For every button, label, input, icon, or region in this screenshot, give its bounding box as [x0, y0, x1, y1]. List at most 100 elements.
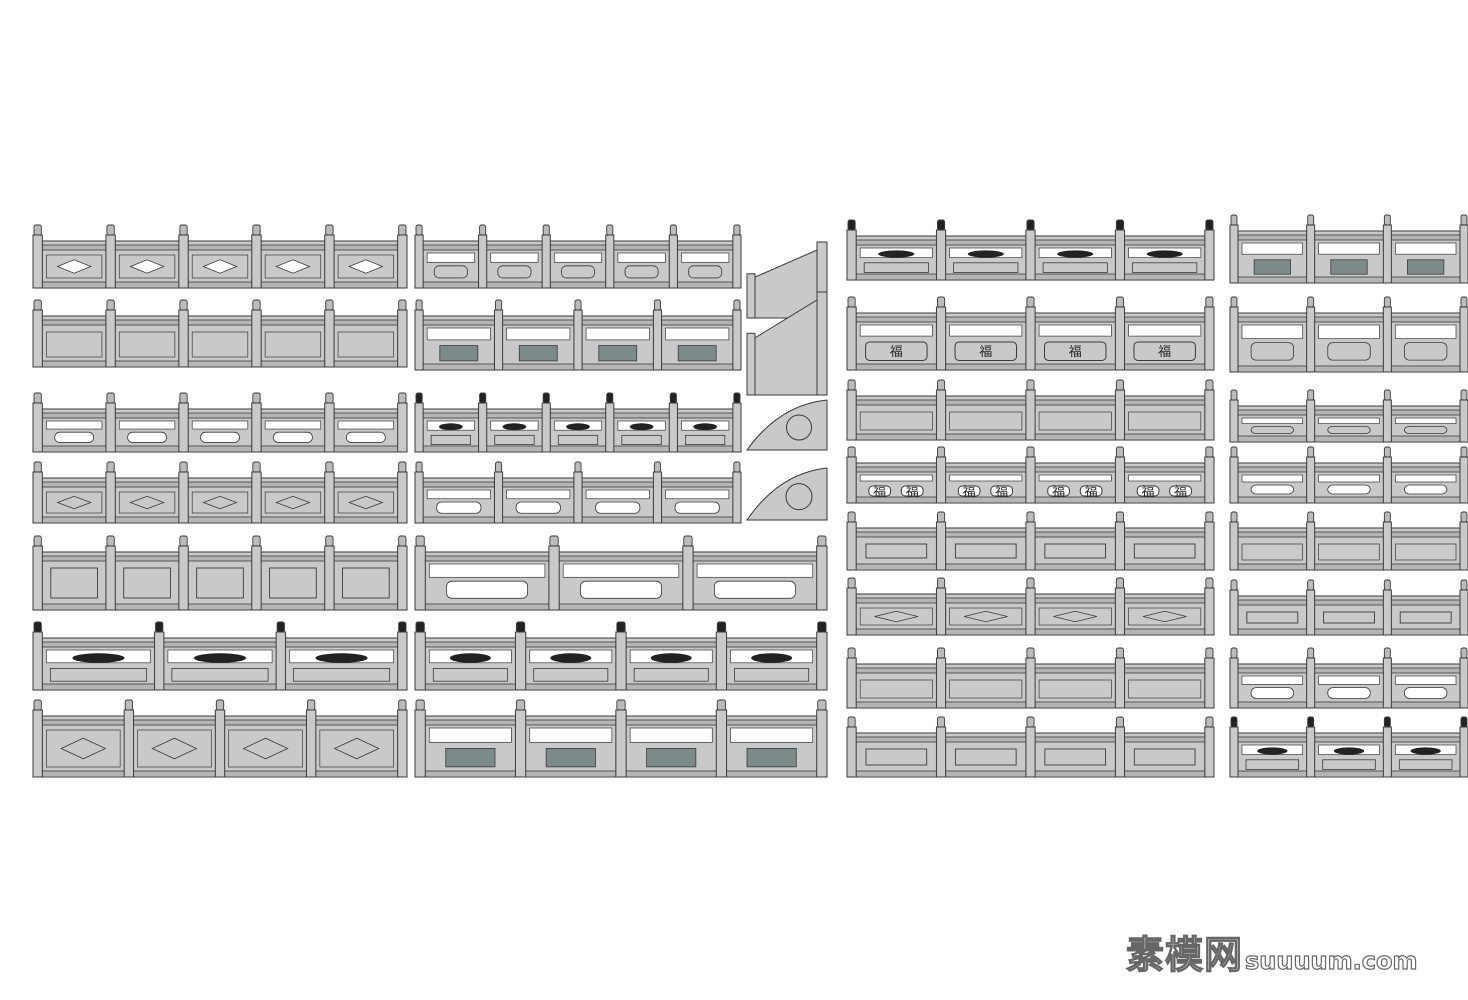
post [935, 587, 947, 636]
post-cap [1205, 296, 1214, 308]
post-cap [653, 299, 661, 311]
post-cap [1460, 647, 1468, 659]
post [493, 471, 504, 524]
post-cap [716, 621, 727, 633]
post [397, 709, 408, 778]
post-cap [606, 224, 614, 236]
panel-frame [949, 411, 1023, 431]
post [324, 234, 335, 289]
post-cap [817, 699, 827, 711]
panel-frame [1038, 679, 1112, 699]
opening [1318, 474, 1380, 483]
opening [191, 420, 249, 430]
post-cap [124, 699, 133, 711]
rect-panel [1323, 611, 1375, 624]
panel-frame [1038, 411, 1112, 431]
post-cap [1230, 511, 1238, 523]
top-rail [414, 244, 742, 251]
post-cap [415, 461, 423, 473]
carved-motif [1410, 747, 1441, 755]
post-cap [937, 379, 946, 391]
post [514, 631, 527, 691]
fu-panel [1133, 341, 1196, 361]
panel-frame [621, 434, 662, 445]
fu-panel [868, 485, 892, 497]
octagon-opening [1250, 425, 1294, 434]
post [324, 402, 335, 453]
octagon-opening [561, 265, 595, 279]
post-cap [398, 699, 407, 711]
post-cap [733, 392, 741, 404]
balustrade-22 [846, 716, 1215, 778]
post-cap [179, 299, 188, 311]
post-cap [1230, 389, 1238, 401]
post [105, 545, 116, 611]
lattice-panel [445, 748, 496, 768]
post-cap [1026, 296, 1035, 308]
post-cap [1307, 716, 1315, 728]
panel-frame [949, 679, 1023, 699]
diamond-motif [202, 259, 238, 274]
post-cap [398, 621, 407, 633]
carved-motif [1257, 747, 1288, 755]
post [123, 709, 135, 778]
post-cap [415, 699, 425, 711]
post [32, 709, 43, 778]
opening [1394, 324, 1457, 339]
panel-frame [1038, 607, 1112, 626]
balustrade-25 [1229, 389, 1468, 443]
octagon-opening [273, 431, 313, 443]
fu-character: 福 [1158, 345, 1171, 360]
post [1204, 726, 1215, 778]
opening [490, 252, 539, 263]
post-cap [1230, 716, 1238, 728]
post [1229, 399, 1239, 443]
post [324, 471, 335, 524]
post-cap [33, 699, 42, 711]
post-cap [415, 392, 423, 404]
post [846, 521, 857, 571]
post [251, 402, 262, 453]
post [668, 234, 678, 289]
balustrade-15 [846, 219, 1215, 281]
post [1114, 456, 1126, 504]
post [1204, 389, 1215, 441]
post-cap [1230, 214, 1238, 226]
post [1459, 399, 1468, 443]
opening [1394, 675, 1457, 685]
balustrade-18: 福福福福福福福福 [846, 446, 1215, 504]
post-cap [179, 392, 188, 404]
post [605, 402, 615, 453]
post-cap [325, 224, 334, 236]
panel-frame [1394, 543, 1457, 561]
panel-frame [264, 491, 322, 514]
opening [1241, 675, 1304, 685]
post-cap [1115, 446, 1124, 458]
balustrade-body [32, 551, 408, 611]
fu-panel [900, 485, 924, 497]
post [652, 309, 663, 371]
post [397, 234, 408, 289]
post [1114, 389, 1126, 441]
post-cap [847, 296, 856, 308]
post-cap [252, 392, 261, 404]
top-rail [1229, 599, 1468, 606]
octagon-opening [54, 431, 94, 443]
octagon-opening [446, 580, 528, 599]
top-rail [1229, 316, 1468, 323]
octagon-opening [1327, 342, 1371, 361]
panel-frame [171, 668, 269, 682]
lattice-panel [646, 748, 697, 768]
top-rail [32, 244, 408, 251]
post-cap [33, 621, 42, 633]
post [1204, 456, 1215, 504]
post-cap [733, 224, 741, 236]
panel-frame [1042, 262, 1108, 273]
post [816, 545, 828, 611]
panel-frame [734, 668, 810, 682]
opening [617, 252, 666, 263]
post [935, 726, 947, 778]
opening [1241, 417, 1304, 424]
panel-frame [45, 254, 103, 279]
opening [45, 420, 103, 430]
